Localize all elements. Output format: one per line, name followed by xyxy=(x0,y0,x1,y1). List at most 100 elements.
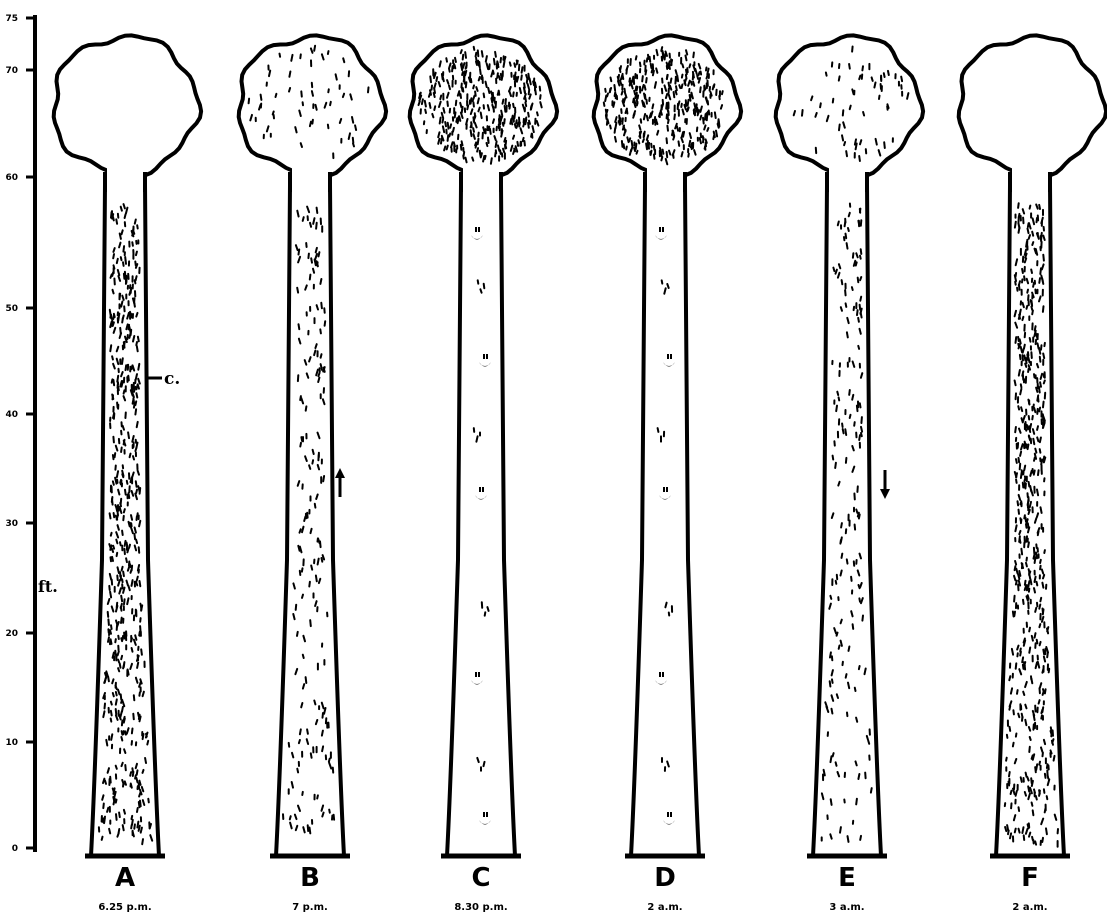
organism-dash xyxy=(686,56,687,61)
organism-dash xyxy=(698,110,699,115)
organism-dash xyxy=(1025,720,1026,725)
organism-dash xyxy=(845,222,846,227)
organism-dash xyxy=(1019,829,1020,833)
organism-dash xyxy=(1017,690,1018,694)
organism-dash xyxy=(496,141,497,147)
organism-dash xyxy=(711,92,712,96)
organism-dash xyxy=(630,150,631,155)
organism-dash xyxy=(690,133,691,138)
organism-dash xyxy=(343,58,344,62)
organism-dash xyxy=(1015,561,1016,565)
organism-dash xyxy=(524,88,525,93)
organism-dash xyxy=(430,90,431,95)
organism-dash xyxy=(110,574,111,580)
organism-dash xyxy=(301,437,302,441)
organism-dash xyxy=(1019,807,1020,811)
organism-dash xyxy=(854,307,855,310)
organism-dash xyxy=(121,694,122,699)
organism-dash xyxy=(113,380,114,385)
organism-dash xyxy=(514,149,515,152)
organism-dash xyxy=(130,291,131,294)
organism-dash xyxy=(117,376,118,382)
organism-dash xyxy=(136,540,137,544)
organism-dash xyxy=(1030,424,1031,429)
organism-dash xyxy=(674,92,675,97)
organism-dash xyxy=(626,66,628,70)
organism-dash xyxy=(125,541,126,546)
organism-dash xyxy=(478,98,479,103)
organism-dash xyxy=(1008,831,1009,835)
organism-dash xyxy=(122,230,123,234)
organism-dash xyxy=(117,403,118,408)
organism-dash xyxy=(1009,706,1010,710)
organism-dash xyxy=(487,607,488,611)
organism-dash xyxy=(1029,482,1030,487)
organism-dash xyxy=(646,78,647,83)
flask-bulb xyxy=(959,35,1106,175)
panel-time-label: 6.25 p.m. xyxy=(98,902,151,913)
organism-dash xyxy=(694,103,695,108)
organism-dash xyxy=(449,86,450,90)
organism-dash xyxy=(682,75,683,78)
organism-dash xyxy=(858,346,859,349)
organism-dash xyxy=(127,581,128,586)
organism-dash xyxy=(859,598,860,601)
organism-dash xyxy=(1025,427,1026,430)
organism-dash xyxy=(448,123,449,129)
organism-dash xyxy=(1035,326,1036,330)
organism-dash xyxy=(1042,583,1043,588)
organism-dash xyxy=(299,250,300,255)
organism-dash xyxy=(446,58,447,62)
organism-dash xyxy=(1029,510,1030,514)
organism-dash xyxy=(644,114,645,119)
organism-dash xyxy=(311,258,312,262)
organism-dash xyxy=(856,510,857,513)
organism-dash xyxy=(512,116,513,122)
organism-dash xyxy=(833,753,834,756)
organism-dash xyxy=(840,540,841,544)
organism-dash xyxy=(295,127,296,132)
organism-dash xyxy=(127,598,128,604)
organism-dash xyxy=(111,557,112,561)
scale-tick-label: 0 xyxy=(12,844,18,854)
organism-dash xyxy=(1009,782,1010,786)
organism-dash xyxy=(646,144,647,150)
organism-dash xyxy=(856,761,857,765)
organism-dash xyxy=(852,446,854,450)
organism-dash xyxy=(133,399,134,404)
organism-dash xyxy=(129,333,130,338)
organism-dash xyxy=(661,157,662,160)
organism-dash xyxy=(121,737,122,741)
flask-panel: C8.30 p.m. xyxy=(410,35,557,913)
organism-dash xyxy=(355,125,356,130)
organism-dash xyxy=(300,529,301,532)
organism-dash xyxy=(471,124,472,127)
organism-dash xyxy=(859,515,860,519)
organism-dash xyxy=(133,456,134,459)
organism-dash xyxy=(1016,273,1017,276)
organism-dash xyxy=(1038,662,1039,668)
organism-dash xyxy=(1026,536,1027,541)
organism-dash xyxy=(1013,710,1014,714)
organism-dash xyxy=(847,243,848,249)
organism-dash xyxy=(669,83,670,89)
organism-dash xyxy=(504,119,505,124)
organism-dash xyxy=(113,254,114,258)
organism-dash xyxy=(120,294,121,299)
organism-dash xyxy=(1018,574,1019,579)
organism-dash xyxy=(860,583,862,587)
organism-dash xyxy=(535,82,536,87)
organism-dash xyxy=(455,65,456,68)
organism-dash xyxy=(701,72,702,75)
organism-dash xyxy=(841,523,842,527)
organism-dash xyxy=(249,99,250,104)
organism-dash xyxy=(529,94,530,98)
organism-dash xyxy=(642,76,643,81)
organism-dash xyxy=(117,259,118,263)
organism-dash xyxy=(336,74,337,79)
organism-dash xyxy=(493,119,494,123)
flask-neck xyxy=(829,168,865,190)
organism-dash xyxy=(137,663,138,668)
organism-dash xyxy=(488,105,489,110)
organism-dash xyxy=(605,89,606,92)
